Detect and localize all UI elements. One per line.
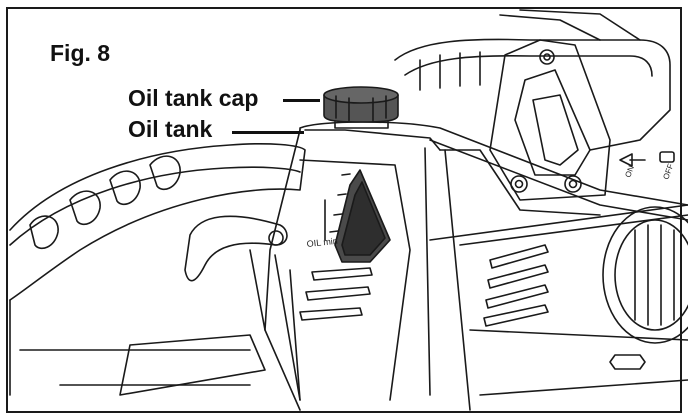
oil-tank-cap-callout: Oil tank cap: [128, 85, 259, 111]
rear-handle: [9, 143, 306, 396]
oil-tank-window: [334, 169, 391, 263]
oil-tank-callout: Oil tank: [128, 116, 213, 142]
front-handle: [394, 9, 671, 201]
handle-bracket: [489, 39, 611, 201]
tank-side-panel: [264, 129, 441, 411]
oil-tank-leader-line: [232, 131, 304, 134]
oil-tank-cap: [323, 86, 399, 129]
off-marking: OFF: [661, 162, 675, 180]
figure-label: Fig. 8: [50, 40, 111, 66]
trigger: [184, 215, 288, 282]
on-marking: ON: [623, 164, 636, 179]
oil-min-marking: OIL min: [306, 236, 338, 249]
figure-frame: [6, 7, 682, 413]
oil-tank-cap-leader-line: [283, 99, 320, 102]
